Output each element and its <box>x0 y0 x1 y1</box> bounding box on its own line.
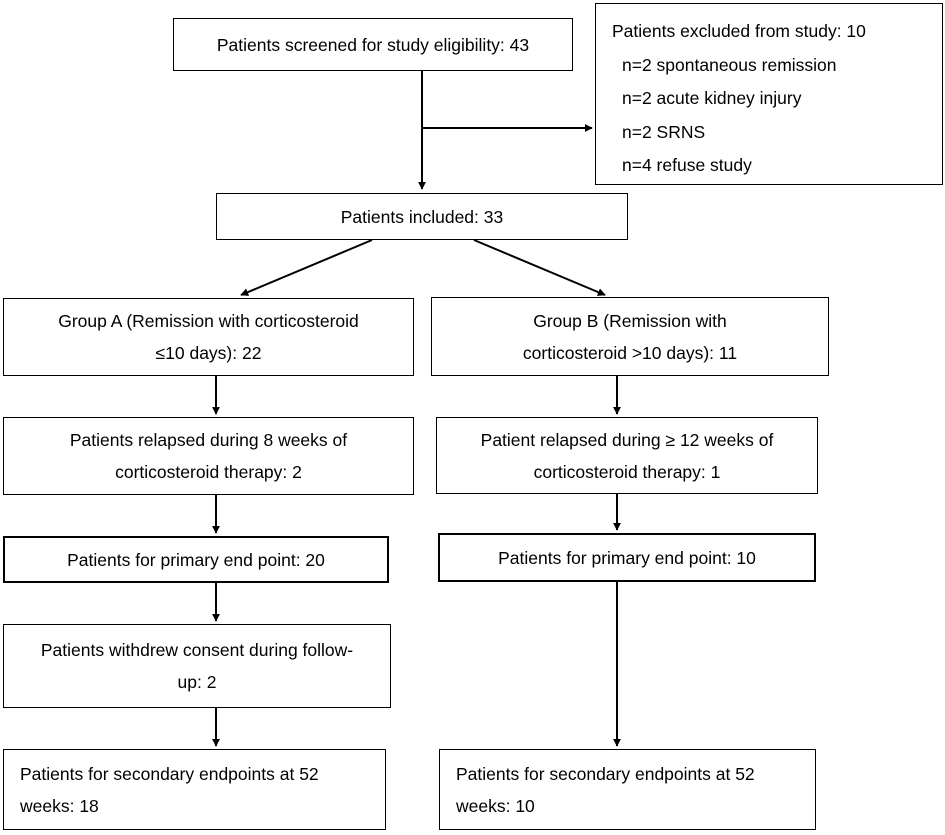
group-b-primary-text: Patients for primary end point: 10 <box>498 547 756 568</box>
group-b-text: Group B (Remission with <box>533 310 727 331</box>
group-b-relapsed-box: Patient relapsed during ≥ 12 weeks of co… <box>436 417 818 494</box>
group-a-withdrew-box: Patients withdrew consent during follow-… <box>3 624 391 708</box>
group-a-relapsed-box: Patients relapsed during 8 weeks of cort… <box>3 417 414 495</box>
group-b-relapsed-text: Patient relapsed during ≥ 12 weeks of <box>480 429 774 450</box>
group-a-relapsed-text: Patients relapsed during 8 weeks of <box>69 430 348 450</box>
group-a-box: Group A (Remission with corticosteroid ≤… <box>3 298 414 376</box>
excluded-item: n=2 SRNS <box>622 121 706 142</box>
screened-text: Patients screened for study eligibility:… <box>216 34 530 55</box>
excluded-box: Patients excluded from study: 10 n=2 spo… <box>595 3 943 185</box>
group-a-text: ≤10 days): 22 <box>155 343 262 363</box>
group-b-primary-box: Patients for primary end point: 10 <box>438 533 816 582</box>
group-b-box: Group B (Remission with corticosteroid >… <box>431 297 829 376</box>
group-b-secondary-box: Patients for secondary endpoints at 52 w… <box>439 749 816 830</box>
group-a-withdrew-text: Patients withdrew consent during follow- <box>40 640 354 660</box>
group-a-primary-text: Patients for primary end point: 20 <box>67 549 325 570</box>
group-b-secondary-text: Patients for secondary endpoints at 52 <box>456 763 755 784</box>
group-a-relapsed-text: corticosteroid therapy: 2 <box>115 462 302 482</box>
group-a-secondary-text: Patients for secondary endpoints at 52 <box>20 763 319 784</box>
excluded-item: n=4 refuse study <box>622 155 752 175</box>
excluded-item: n=2 acute kidney injury <box>622 88 802 108</box>
screened-box: Patients screened for study eligibility:… <box>173 18 573 71</box>
arrow-included-to-group-b <box>473 239 606 296</box>
arrow-included-to-group-a <box>240 239 373 296</box>
group-b-relapsed-text: corticosteroid therapy: 1 <box>533 461 721 482</box>
included-text: Patients included: 33 <box>340 206 504 227</box>
group-b-text: corticosteroid >10 days): 11 <box>522 342 738 363</box>
group-a-secondary-box: Patients for secondary endpoints at 52 w… <box>3 749 386 830</box>
excluded-title: Patients excluded from study: 10 <box>612 21 866 41</box>
group-a-secondary-text: weeks: 18 <box>20 795 99 816</box>
included-box: Patients included: 33 <box>216 193 628 240</box>
group-a-text: Group A (Remission with corticosteroid <box>58 311 359 331</box>
group-a-withdrew-text: up: 2 <box>177 672 217 692</box>
group-b-secondary-text: weeks: 10 <box>456 795 535 816</box>
excluded-item: n=2 spontaneous remission <box>622 54 837 75</box>
group-a-primary-box: Patients for primary end point: 20 <box>3 536 389 583</box>
